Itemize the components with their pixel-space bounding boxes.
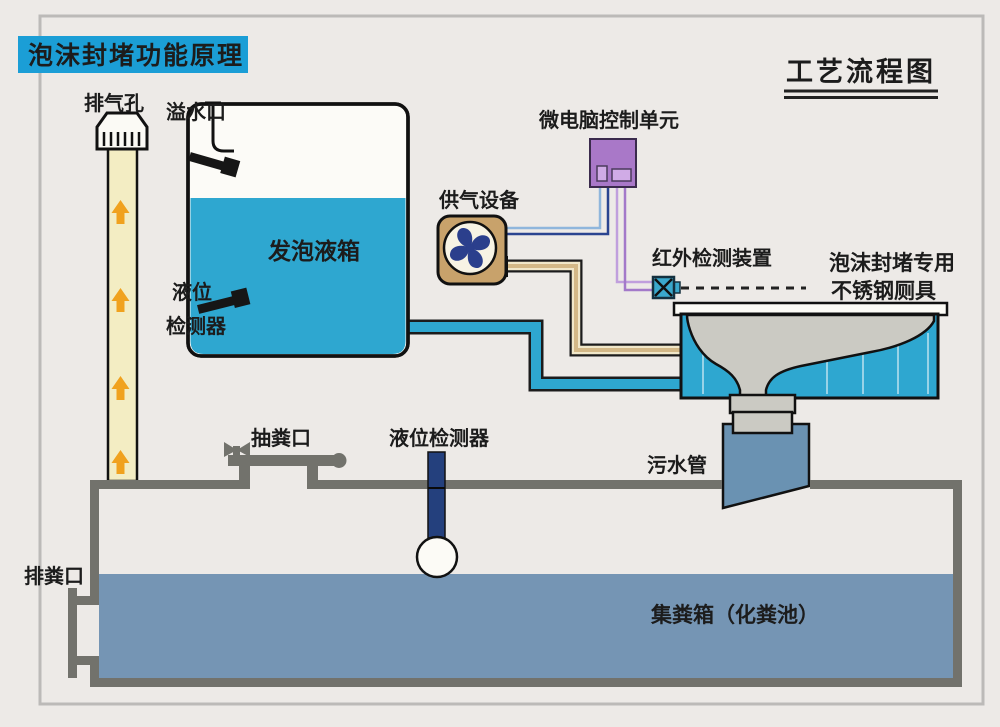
suction-valve-stem <box>233 446 240 456</box>
septic-right-wall <box>953 480 962 687</box>
septic-top-wall-seg1 <box>90 480 250 489</box>
chimney-cap-vents <box>102 132 141 146</box>
suction-valve-handle-icon <box>224 442 250 457</box>
septic-top-wall-seg2 <box>307 480 428 489</box>
outer-frame <box>38 14 985 706</box>
diagram-title: 工艺流程图 <box>786 57 936 88</box>
banner-title: 泡沫封堵功能原理 <box>28 41 244 70</box>
label-septic-tank: 集粪箱（化粪池） <box>650 603 819 627</box>
exhaust-chimney <box>95 111 149 483</box>
wire-fan-to-mcu-dark <box>506 188 610 236</box>
tank-outline <box>186 102 410 358</box>
septic-tank-walls <box>68 442 962 687</box>
label-mcu: 微电脑控制单元 <box>538 108 679 132</box>
label-septic-level-detector: 液位检测器 <box>389 426 490 450</box>
discharge-door-stub-top <box>76 596 92 605</box>
chimney-column <box>106 146 139 483</box>
up-arrow-icon <box>111 376 130 400</box>
signal-wires <box>506 188 653 292</box>
banner <box>18 36 248 73</box>
diagram-title-underline <box>784 89 938 99</box>
toilet-bowl <box>685 313 936 400</box>
label-toilet-line2: 不锈钢厕具 <box>831 279 936 303</box>
toilet-housing-seams <box>702 333 929 394</box>
label-ir-detector: 红外检测装置 <box>652 246 772 270</box>
air-pipe <box>504 259 684 357</box>
label-discharge-port: 排粪口 <box>24 564 84 588</box>
septic-top-wall-seg4 <box>810 480 953 489</box>
label-overflow-port: 溢水口 <box>166 100 226 124</box>
tank-liquid <box>190 198 406 354</box>
suction-port-support-right <box>307 464 318 482</box>
septic-top-wall-seg3 <box>445 480 722 489</box>
toilet-drain-neck-upper <box>728 393 797 415</box>
toilet-drain-neck-lower <box>731 410 794 435</box>
septic-left-wall-upper <box>90 480 99 605</box>
air-supply-unit <box>436 214 508 286</box>
fan-blades-icon <box>449 227 491 269</box>
suction-port-pipe-cap <box>331 453 347 468</box>
discharge-door-bar <box>68 588 77 678</box>
overflow-spout <box>211 103 234 153</box>
overflow-sensor-nozzle <box>188 152 241 178</box>
suction-port-support-left <box>239 464 250 482</box>
foam-pipe-body <box>404 322 684 389</box>
air-pipe-core <box>504 264 684 352</box>
airflow-arrows <box>111 200 130 474</box>
control-unit-port-left <box>596 165 608 182</box>
level-detector-float <box>415 535 459 579</box>
level-detector-rod <box>427 451 446 539</box>
label-foam-tank: 发泡液箱 <box>267 238 360 265</box>
label-toilet-line1: 泡沫封堵专用 <box>829 251 955 275</box>
up-arrow-icon <box>111 200 130 224</box>
control-unit-port-right <box>611 168 632 182</box>
tank-level-sensor-nozzle <box>197 287 251 314</box>
label-suction-port: 抽粪口 <box>251 426 311 450</box>
chimney-cap <box>95 111 149 151</box>
wire-fan-to-mcu-light <box>506 188 602 230</box>
suction-port-pipe <box>228 455 339 466</box>
septic-bottom-wall <box>90 678 962 687</box>
infrared-detector <box>651 275 681 300</box>
septic-tank-liquid <box>99 574 953 678</box>
label-air-supply: 供气设备 <box>438 188 520 212</box>
label-exhaust-vent: 排气孔 <box>84 91 144 115</box>
septic-left-wall-lower <box>90 656 99 687</box>
control-unit <box>589 138 637 188</box>
wire-mcu-to-ir-dark <box>623 188 653 292</box>
label-tank-level-detector-line1: 液位 <box>172 280 212 304</box>
foam-liquid-pipe <box>404 319 684 392</box>
up-arrow-icon <box>111 288 130 312</box>
infrared-detector-x-icon <box>654 278 673 297</box>
toilet-unit <box>672 301 949 510</box>
foam-liquid-tank <box>186 101 410 358</box>
wire-mcu-to-ir-light <box>615 188 653 284</box>
up-arrow-icon <box>111 450 130 474</box>
label-sewage-pipe: 污水管 <box>647 453 707 477</box>
discharge-door-stub-bottom <box>76 656 92 665</box>
septic-level-detector <box>415 451 459 579</box>
label-tank-level-detector-line2: 检测器 <box>166 314 227 338</box>
